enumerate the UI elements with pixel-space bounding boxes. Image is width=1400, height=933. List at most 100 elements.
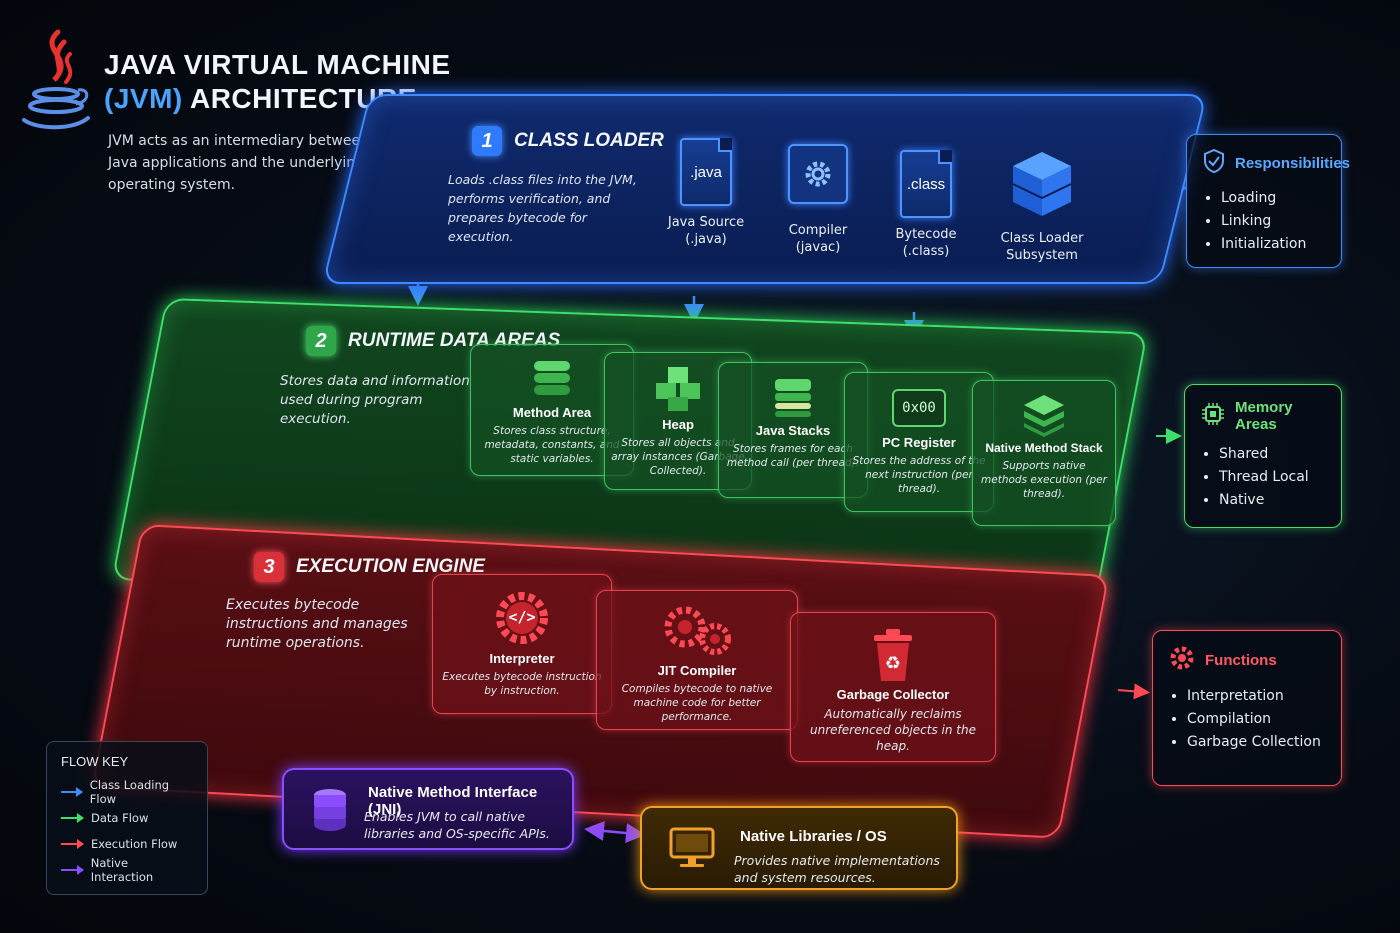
list-item: Interpretation [1187, 685, 1325, 708]
responsibilities-title: Responsibilities [1235, 154, 1351, 172]
title-line-1: JAVA VIRTUAL MACHINE [104, 49, 451, 80]
memory-areas-title: Memory Areas [1235, 399, 1293, 433]
heap-desc: Stores all objects and array instances (… [611, 437, 745, 477]
garbage-collector-card: ♻ Garbage Collector Automatically reclai… [790, 612, 996, 762]
class-loader-heading: 1 CLASS LOADER [472, 126, 664, 156]
java-stacks-desc: Stores frames for each method call (per … [726, 443, 860, 469]
functions-title: Functions [1205, 651, 1277, 669]
class-file-icon: .class [900, 150, 952, 218]
green-arrow-icon [61, 813, 84, 823]
recycle-bin-icon: ♻ [868, 627, 918, 683]
register-icon: 0x00 [892, 389, 946, 427]
interpreter-card: </> Interpreter Executes bytecode instru… [432, 574, 612, 714]
code-symbol: </> [508, 608, 536, 626]
jni-title: Native Method Interface (JNI) [368, 784, 538, 818]
list-item: Initialization [1221, 233, 1325, 256]
blocks-icon [648, 365, 708, 413]
jni-box: Native Method Interface (JNI) Enables JV… [282, 768, 574, 850]
execution-desc: Executes bytecode instructions and manag… [226, 597, 408, 651]
heap-title: Heap [662, 417, 694, 432]
flow-key-item: Class Loading Flow [61, 778, 193, 806]
step-label: Compiler (javac) [788, 223, 848, 255]
gears-icon [655, 603, 739, 659]
cube-icon [1011, 150, 1073, 220]
red-arrow-icon [61, 839, 84, 849]
java-stacks-card: Java Stacks Stores frames for each metho… [718, 362, 868, 498]
native-libraries-desc: Provides native implementations and syst… [734, 853, 940, 885]
memory-areas-heading: Memory Areas [1201, 399, 1325, 433]
gear-icon [1169, 645, 1195, 675]
page-title: JAVA VIRTUAL MACHINE (JVM) ARCHITECTURE [104, 48, 451, 116]
class-loader-desc: Loads .class files into the JVM, perform… [448, 172, 637, 244]
list-item: Compilation [1187, 708, 1325, 731]
pc-register-desc: Stores the address of the next instructi… [852, 455, 986, 495]
native-stack-icon [1020, 393, 1068, 437]
step-compiler: Compiler (javac) [776, 144, 860, 256]
arrow-jni-os [584, 820, 646, 844]
interpreter-desc: Executes bytecode instruction by instruc… [442, 671, 602, 697]
arrow-side-red [1117, 683, 1150, 700]
list-item: Linking [1221, 210, 1325, 233]
java-logo-icon [18, 28, 94, 134]
jit-compiler-title: JIT Compiler [657, 663, 737, 678]
responsibilities-heading: Responsibilities [1203, 148, 1350, 177]
purple-arrow-icon [61, 865, 84, 875]
responsibilities-list: Loading Linking Initialization [1203, 187, 1325, 256]
runtime-desc: Stores data and information used during … [280, 373, 470, 427]
stack-icon [769, 375, 817, 419]
list-item: Loading [1221, 187, 1325, 210]
shield-icon [1203, 148, 1225, 177]
code-gear-icon: </> [490, 589, 554, 647]
execution-title: EXECUTION ENGINE [296, 556, 485, 577]
interpreter-title: Interpreter [489, 651, 555, 666]
jit-compiler-card: JIT Compiler Compiles bytecode to native… [596, 590, 798, 730]
monitor-icon [668, 826, 716, 874]
java-file-icon: .java [680, 138, 732, 206]
native-libraries-box: Native Libraries / OS Provides native im… [640, 806, 958, 890]
list-item: Thread Local [1219, 466, 1325, 489]
pc-register-card: 0x00 PC Register Stores the address of t… [844, 372, 994, 512]
step-class-loader-subsystem: Class Loader Subsystem [990, 150, 1094, 264]
native-method-stack-card: Native Method Stack Supports native meth… [972, 380, 1116, 526]
flow-key-title: FLOW KEY [61, 754, 129, 769]
list-item: Native [1219, 489, 1325, 512]
step-label: Class Loader Subsystem [1000, 231, 1084, 263]
class-loader-title: CLASS LOADER [514, 130, 664, 151]
flow-key-label: Class Loading Flow [89, 778, 170, 806]
execution-heading: 3 EXECUTION ENGINE [254, 552, 485, 582]
flow-key-item: Data Flow [61, 805, 193, 831]
pc-register-title: PC Register [882, 435, 956, 450]
garbage-collector-title: Garbage Collector [836, 687, 950, 702]
native-libraries-title: Native Libraries / OS [740, 828, 887, 845]
step-label: Bytecode (.class) [895, 227, 957, 259]
chip-icon [1201, 402, 1225, 430]
flow-key-label: Execution Flow [91, 837, 178, 851]
native-method-stack-desc: Supports native methods execution (per t… [981, 460, 1107, 500]
gear-icon [788, 144, 848, 204]
flow-key-item: Native Interaction [61, 856, 193, 884]
functions-heading: Functions [1169, 645, 1325, 675]
java-stacks-title: Java Stacks [755, 423, 831, 438]
memory-areas-list: Shared Thread Local Native [1201, 443, 1325, 512]
flow-key-label: Data Flow [91, 811, 149, 825]
class-loader-number: 1 [472, 126, 502, 156]
method-area-title: Method Area [512, 405, 592, 420]
step-bytecode: .class Bytecode (.class) [886, 150, 966, 260]
svg-text:♻: ♻ [885, 653, 901, 674]
runtime-number: 2 [306, 326, 336, 356]
garbage-collector-desc: Automatically reclaims unreferenced obje… [810, 707, 976, 753]
memory-areas-box: Memory Areas Shared Thread Local Native [1184, 384, 1342, 528]
step-label: Java Source (.java) [667, 215, 745, 247]
subtitle: JVM acts as an intermediary between Java… [108, 133, 369, 193]
database-icon [528, 357, 576, 401]
step-java-source: .java Java Source (.java) [660, 138, 752, 248]
title-highlight: (JVM) [104, 83, 183, 114]
responsibilities-box: Responsibilities Loading Linking Initial… [1186, 134, 1350, 268]
blue-arrow-icon [61, 787, 83, 797]
list-item: Shared [1219, 443, 1325, 466]
method-area-desc: Stores class structure, metadata, consta… [484, 425, 620, 465]
list-item: Garbage Collection [1187, 731, 1325, 754]
functions-box: Functions Interpretation Compilation Gar… [1152, 630, 1342, 786]
native-method-stack-title: Native Method Stack [985, 441, 1103, 455]
jit-compiler-desc: Compiles bytecode to native machine code… [621, 683, 773, 723]
